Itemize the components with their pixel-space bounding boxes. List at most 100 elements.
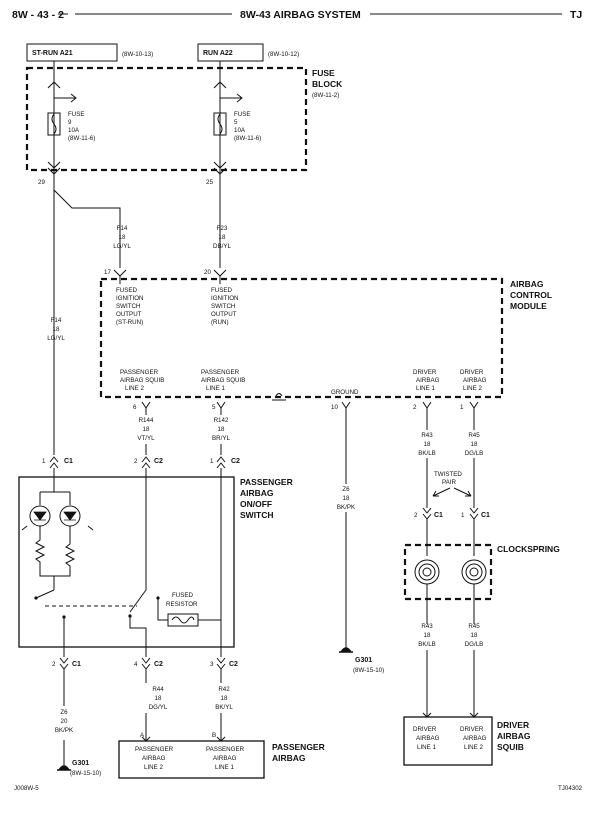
connector-name: C1 xyxy=(64,458,73,465)
driver-squib-pin-desc: LINE 1 xyxy=(417,744,436,751)
wire-label: Z6 xyxy=(60,709,68,716)
acm-pin-desc: LINE 1 xyxy=(206,385,225,392)
ground-name: G301 xyxy=(355,657,372,664)
pin-label: 3 xyxy=(210,661,214,668)
ground-ref: (8W-15-10) xyxy=(70,770,101,777)
wire-label: BR/YL xyxy=(212,435,230,442)
switch-title: PASSENGER xyxy=(240,477,293,487)
passenger-airbag-pin-desc: PASSENGER xyxy=(206,746,245,753)
connector-icon xyxy=(213,269,227,277)
splice-arrow-icon xyxy=(220,93,243,103)
driver-squib-pin-desc: DRIVER xyxy=(413,726,437,733)
wire-label: R43 xyxy=(421,623,433,630)
fuse-label: FUSE xyxy=(68,111,85,118)
fuse-9-icon xyxy=(47,112,61,136)
page-title: 8W-43 AIRBAG SYSTEM xyxy=(240,9,361,21)
passenger-airbag-title: AIRBAG xyxy=(272,753,306,763)
acm-pin-desc: DRIVER xyxy=(413,369,437,376)
model-code: TJ xyxy=(570,9,582,21)
fuse-label: 10A xyxy=(234,127,246,134)
acm-pin-desc: LINE 2 xyxy=(125,385,144,392)
pin-label: 2 xyxy=(134,458,138,465)
fuse-block-ref: (8W-11-2) xyxy=(312,92,339,99)
fuse-block-outline xyxy=(25,66,308,172)
twisted-pair-label: TWISTED xyxy=(434,471,462,478)
switch-title: SWITCH xyxy=(240,510,274,520)
source-name: RUN A22 xyxy=(203,50,233,57)
wire-label: 18 xyxy=(219,234,226,241)
wire-label: 18 xyxy=(471,632,478,639)
acm-pin-desc: IGNITION xyxy=(116,295,144,302)
wire-label: BK/LB xyxy=(418,641,436,648)
passenger-airbag-title: PASSENGER xyxy=(272,742,325,752)
fuse-label: 5 xyxy=(234,119,238,126)
passenger-airbag-pin-desc: AIRBAG xyxy=(213,755,237,762)
light-ray-icon xyxy=(21,525,94,531)
splice-arrow-icon xyxy=(54,93,77,103)
wire-label: BK/PK xyxy=(337,504,356,511)
acm-pin-desc: (ST-RUN) xyxy=(116,319,143,326)
connector-icon xyxy=(59,657,69,670)
connector-icon xyxy=(141,401,151,409)
source-box-st-run xyxy=(26,43,118,62)
pin-label: A xyxy=(140,732,145,739)
resistor-label: FUSED xyxy=(172,592,194,599)
acm-pin-desc: IGNITION xyxy=(211,295,239,302)
acm-pin-desc: PASSENGER xyxy=(120,369,159,376)
wire-label: LG/YL xyxy=(113,243,131,250)
driver-squib-pin-desc: DRIVER xyxy=(460,726,484,733)
driver-squib-pin-desc: LINE 2 xyxy=(464,744,483,751)
connector-arrow-icon xyxy=(47,81,61,89)
source-ref: (8W-10-13) xyxy=(122,51,153,58)
wire-label: R43 xyxy=(421,432,433,439)
pin-label: 5 xyxy=(212,404,216,411)
pin-label: 25 xyxy=(206,179,213,186)
connector-name: C1 xyxy=(72,661,81,668)
acm-pin-desc: OUTPUT xyxy=(116,311,142,318)
wire-label: DB/YL xyxy=(213,243,231,250)
wire-label: R142 xyxy=(214,417,229,424)
wire-label: 18 xyxy=(155,695,162,702)
acm-title: CONTROL xyxy=(510,290,552,300)
connector-icon xyxy=(469,401,479,409)
pin-label: 29 xyxy=(38,179,45,186)
wire-label: 18 xyxy=(424,441,431,448)
connector-name: C2 xyxy=(231,458,240,465)
driver-squib-pin-desc: AIRBAG xyxy=(416,735,440,742)
wire-label: R45 xyxy=(468,432,480,439)
pin-label: 1 xyxy=(461,512,465,519)
acm-pin-desc: FUSED xyxy=(211,287,233,294)
switch-blade-icon xyxy=(129,477,147,613)
footer-right: TJ04302 xyxy=(558,785,583,792)
diode-icon xyxy=(33,511,47,521)
pin-label: 10 xyxy=(331,404,338,411)
connector-icon xyxy=(216,456,226,469)
connector-name: C1 xyxy=(481,512,490,519)
ground-name: G301 xyxy=(72,760,89,767)
source-ref: (8W-10-12) xyxy=(268,51,299,58)
wire-label: DG/LB xyxy=(465,641,484,648)
fuse-label: 9 xyxy=(68,119,72,126)
contact-icon xyxy=(34,596,38,600)
connector-icon xyxy=(422,507,432,520)
pin-label: 6 xyxy=(133,404,137,411)
wire-label: BK/PK xyxy=(55,727,74,734)
driver-squib-title: AIRBAG xyxy=(497,731,531,741)
fuse-label: (8W-11-6) xyxy=(68,135,95,142)
driver-squib-title: SQUIB xyxy=(497,742,524,752)
wire-label: VT/YL xyxy=(137,435,155,442)
connector-icon xyxy=(49,456,59,469)
wire-label: DG/LB xyxy=(465,450,484,457)
wire-f14-branch xyxy=(53,189,121,268)
connector-name: C2 xyxy=(229,661,238,668)
resistor-label: RESISTOR xyxy=(166,601,198,608)
ground-ref: (8W-15-10) xyxy=(353,667,384,674)
acm-pin-desc: AIRBAG SQUIB xyxy=(201,377,245,384)
footer-left: J008W-5 xyxy=(14,785,39,792)
pin-label: 2 xyxy=(52,661,56,668)
wire-label: 18 xyxy=(53,326,60,333)
switch-blade-icon xyxy=(35,589,55,599)
fuse-block-title: FUSE xyxy=(312,68,335,78)
switch-title: ON/OFF xyxy=(240,499,272,509)
